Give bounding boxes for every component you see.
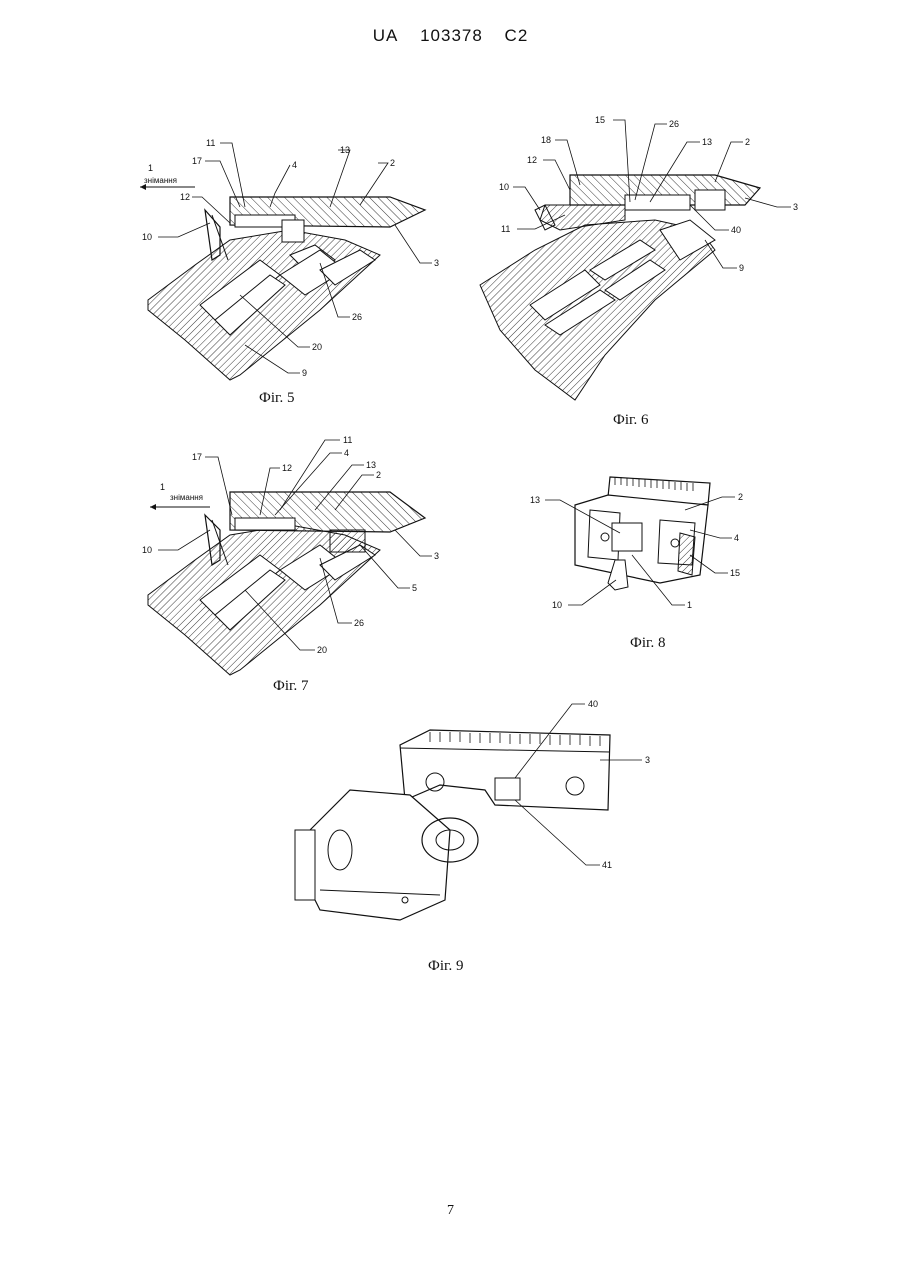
fig7-label-5: 5 [412,583,417,593]
figure-9-caption: Фіг. 9 [428,958,463,975]
fig8-label-1: 1 [687,600,692,610]
fig5-label-2: 2 [390,158,395,168]
fig7-label-17: 17 [192,452,202,462]
fig7-label-4: 4 [344,448,349,458]
fig8-label-2: 2 [738,492,743,502]
fig7-direction-number: 1 [160,482,165,492]
fig5-direction-word: знімання [144,176,177,185]
fig7-label-3: 3 [434,551,439,561]
fig7-label-26: 26 [354,618,364,628]
fig9-label-40: 40 [588,699,598,709]
fig6-label-18: 18 [541,135,551,145]
fig5-label-11: 11 [206,138,215,148]
figure-5-drawing: 1 знімання 11 17 4 13 2 12 10 3 26 20 9 [120,135,440,385]
fig6-label-15: 15 [595,115,605,125]
fig5-label-26: 26 [352,312,362,322]
header-kind: C2 [505,26,529,45]
figure-5-caption: Фіг. 5 [259,390,294,407]
fig5-label-4: 4 [292,160,297,170]
fig7-label-13: 13 [366,460,376,470]
figure-8-caption: Фіг. 8 [630,635,665,652]
fig7-label-2: 2 [376,470,381,480]
fig7-label-10: 10 [142,545,152,555]
fig7-label-20: 20 [317,645,327,655]
fig6-label-9: 9 [739,263,744,273]
fig5-label-13: 13 [340,145,350,155]
page-number: 7 [0,1203,901,1219]
fig8-label-13: 13 [530,495,540,505]
fig6-label-3: 3 [793,202,798,212]
fig5-label-10: 10 [142,232,152,242]
fig5-label-9: 9 [302,368,307,378]
header-country: UA [373,26,399,45]
fig9-label-41: 41 [602,860,612,870]
fig5-direction-number: 1 [148,163,153,173]
patent-header: UA 103378 C2 [0,26,901,46]
fig5-label-20: 20 [312,342,322,352]
fig6-label-11: 11 [501,224,510,234]
figure-6-drawing: 15 26 18 13 2 12 10 3 11 40 9 [475,110,815,410]
figure-6-caption: Фіг. 6 [613,412,648,429]
fig5-label-12: 12 [180,192,190,202]
fig8-label-10: 10 [552,600,562,610]
fig6-label-26: 26 [669,119,679,129]
fig9-label-3: 3 [645,755,650,765]
fig7-label-11: 11 [343,435,352,445]
fig7-direction-word: знімання [170,493,203,502]
figure-7-drawing: 1 знімання 11 17 4 12 13 2 10 3 5 26 20 [120,430,460,680]
fig8-label-15: 15 [730,568,740,578]
header-number: 103378 [420,26,483,45]
fig6-label-2: 2 [745,137,750,147]
fig8-label-4: 4 [734,533,739,543]
fig7-label-12: 12 [282,463,292,473]
fig6-label-10: 10 [499,182,509,192]
fig6-label-40: 40 [731,225,741,235]
fig5-label-3: 3 [434,258,439,268]
figure-9-drawing: 40 3 41 [280,690,660,930]
fig6-label-12: 12 [527,155,537,165]
figure-8-drawing: 13 2 4 15 10 1 [520,465,780,625]
fig6-label-13: 13 [702,137,712,147]
fig5-label-17: 17 [192,156,202,166]
